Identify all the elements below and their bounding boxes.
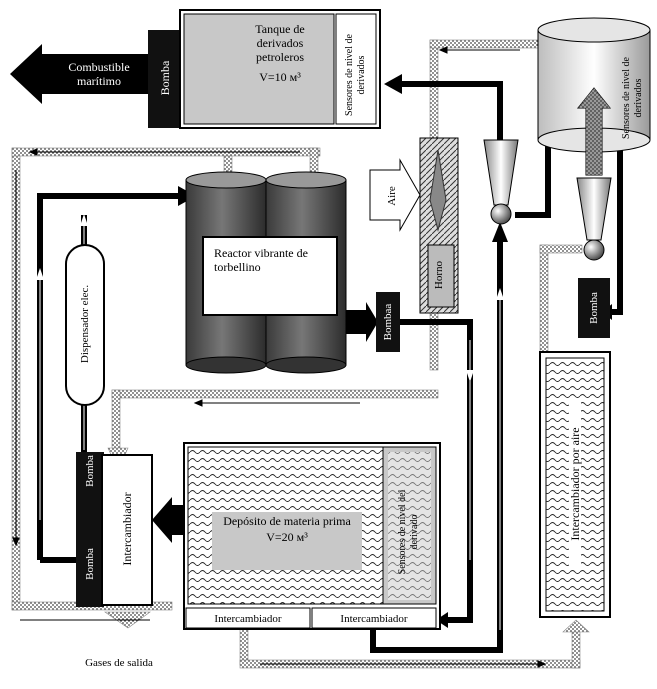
deposit-to-exchanger-arrow [152,497,186,543]
air-inlet-arrow [369,158,421,232]
air-exchanger-label: Intercambiador por aire [568,399,582,569]
dispenser-label: Dispensador elec. [79,284,91,364]
tank-sensor-label: Sensores de nivel de derivados [344,34,367,116]
reactor-to-pump-arrow [346,302,378,342]
reactor-label-box [202,236,338,316]
left-pump-body [76,452,104,607]
left-exchanger [101,454,153,606]
right-pump-label: Bomba [588,292,600,324]
right-pump-body [578,278,610,338]
furnace-label: Horno [433,260,445,290]
air-label: Aire [386,186,398,206]
tank-title: Tanque de derivados petroleros [255,22,305,64]
exchanger-bottom-1-label: Intercambiador [214,613,282,625]
left-exchanger-label: Intercambiador [120,492,134,566]
top-pump-body [148,30,182,128]
raw-deposit-label: Depósito de materia prima [223,514,351,528]
left-pump-lower-label: Bomba [84,548,96,580]
fuel-outlet-label: Combustible marítimo [68,60,130,88]
reactor-pump-label: Bombaa [382,303,394,341]
exchanger-bottom-2-label: Intercambiador [340,613,408,625]
gases-out-label: Gases de salida [85,657,153,669]
mixer-cone-right [576,177,612,241]
round-tank [537,17,651,176]
tank-volume: V=10 м³ [259,70,301,84]
left-pump-upper-label: Bomba [84,455,96,487]
raw-sensor-label: Sensores de nivel del derivado [397,489,420,575]
top-pump-label: Bomba [158,60,172,96]
fuel-outlet-arrow [10,44,148,104]
round-tank-sensor-label: Sensores de nivel de derivados [621,57,644,139]
dispenser-body [65,244,105,406]
mixer-cone-left [483,139,519,206]
flow-direction-arrows [12,46,547,668]
reactor-label: Reactor vibrante de torbellino [214,246,308,274]
reactor-pump-body [376,292,400,352]
raw-volume-label: V=20 м³ [266,530,308,544]
